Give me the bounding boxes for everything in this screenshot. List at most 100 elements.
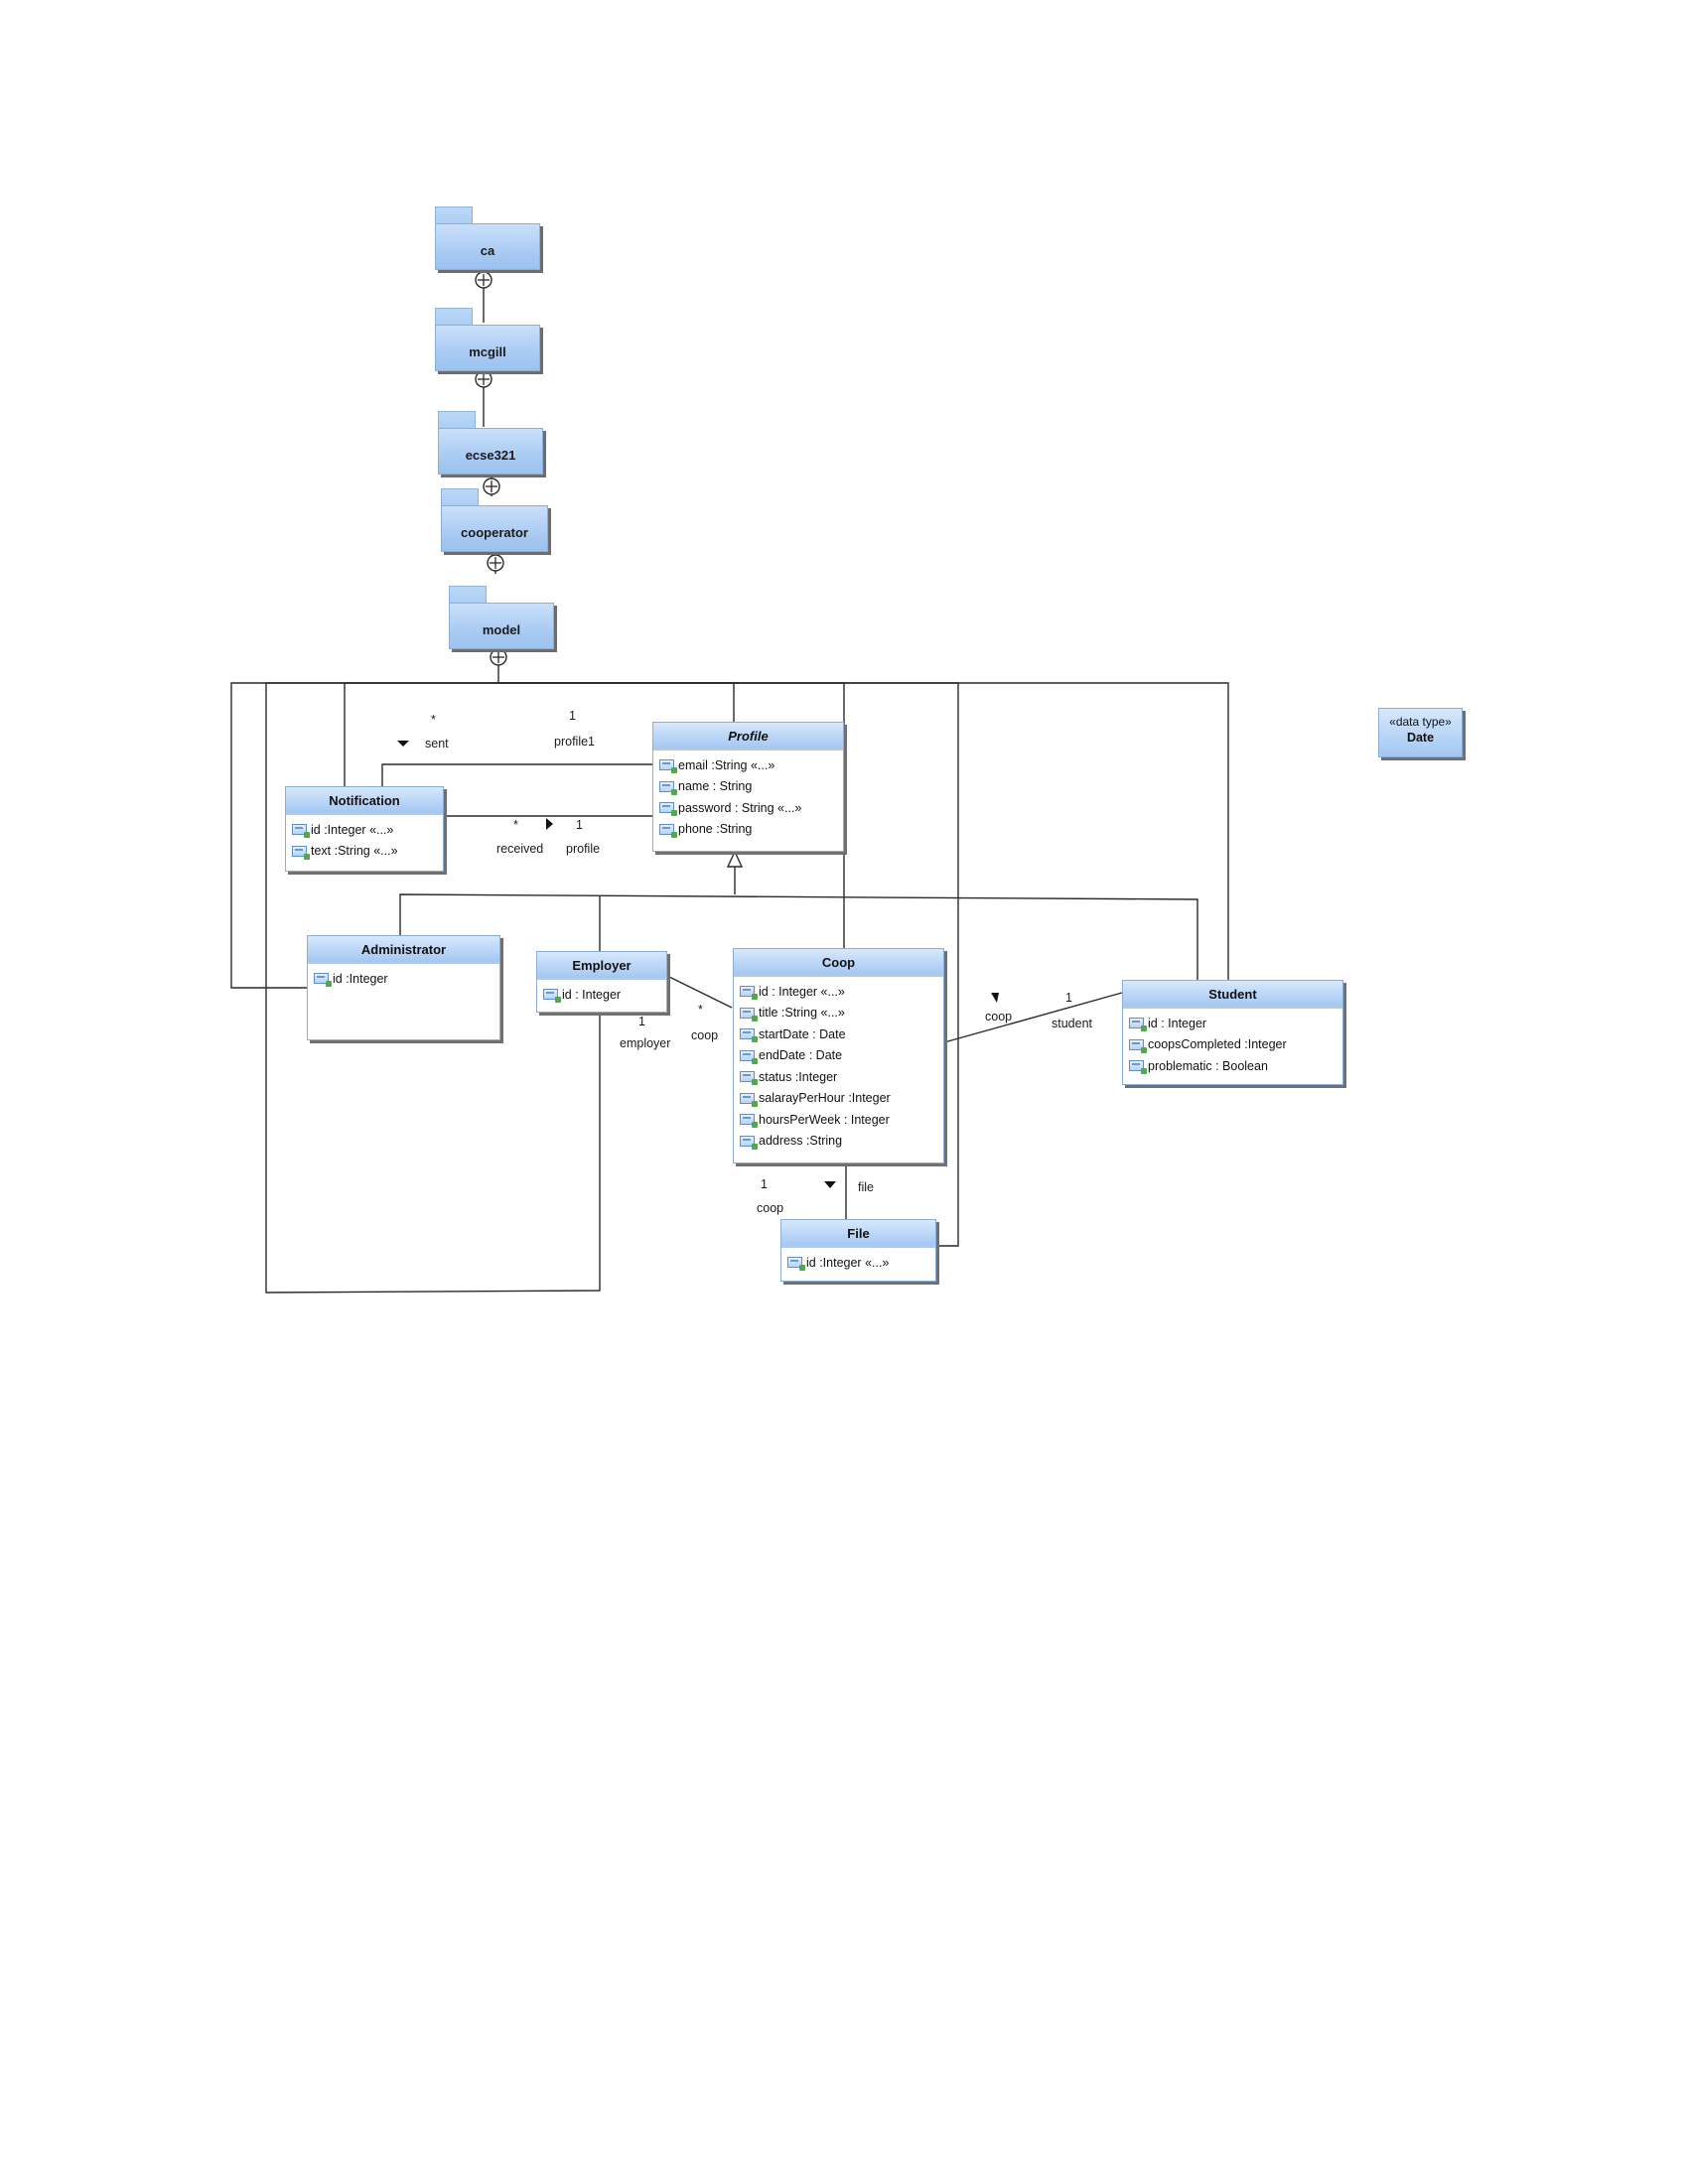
attribute-row: password : String «...» (659, 797, 839, 819)
attribute-row: phone :String (659, 819, 839, 841)
class-name: Student (1123, 981, 1342, 1009)
attribute-icon (740, 1092, 758, 1107)
role-label: employer (620, 1036, 671, 1050)
multiplicity-label: 1 (576, 818, 583, 832)
package-mcgill[interactable]: mcgill (435, 308, 540, 371)
containment-student (498, 682, 1229, 980)
attribute-row: id : Integer (1129, 1013, 1338, 1034)
package-ca[interactable]: ca (435, 206, 540, 270)
attribute-text: name : String (678, 779, 753, 794)
package-tab (435, 308, 473, 327)
generalization-arrow-icon (726, 850, 744, 868)
package-body: ca (435, 223, 540, 270)
class-employer[interactable]: Employer id : Integer (536, 951, 667, 1013)
attribute-row: hoursPerWeek : Integer (740, 1109, 939, 1131)
package-body: ecse321 (438, 428, 543, 475)
class-notification[interactable]: Notification id :Integer «...» text :Str… (285, 786, 444, 872)
datatype-date[interactable]: «data type» Date (1378, 708, 1463, 757)
class-name: Notification (286, 787, 443, 815)
class-student[interactable]: Student id : Integer coopsCompleted :Int… (1122, 980, 1343, 1085)
multiplicity-label: 1 (761, 1177, 768, 1191)
multiplicity-label: * (513, 818, 518, 832)
package-model[interactable]: model (449, 586, 554, 649)
attribute-text: hoursPerWeek : Integer (759, 1112, 890, 1127)
attribute-icon (659, 759, 677, 774)
package-name: cooperator (461, 525, 528, 540)
attribute-row: id :Integer (314, 968, 495, 990)
containment-profile (498, 682, 735, 722)
assoc-coop-student (943, 992, 1123, 1043)
attribute-icon (740, 1135, 758, 1150)
containment-circle-icon (487, 554, 504, 572)
multiplicity-label: * (431, 713, 436, 727)
class-name: Administrator (308, 936, 499, 964)
role-label: coop (691, 1028, 719, 1042)
attribute-row: status :Integer (740, 1066, 939, 1088)
attribute-row: startDate : Date (740, 1024, 939, 1045)
attribute-icon (659, 823, 677, 838)
attribute-row: problematic : Boolean (1129, 1055, 1338, 1077)
attribute-text: startDate : Date (759, 1026, 846, 1041)
containment-circle-icon (490, 648, 507, 666)
direction-arrow-icon (546, 818, 553, 830)
package-body: cooperator (441, 505, 548, 552)
attribute-icon (659, 780, 677, 795)
attribute-text: coopsCompleted :Integer (1148, 1037, 1287, 1052)
attribute-text: text :String «...» (311, 844, 398, 859)
role-label: sent (425, 737, 449, 751)
attribute-row: id :Integer «...» (787, 1252, 931, 1274)
package-ecse321[interactable]: ecse321 (438, 411, 543, 475)
attribute-row: address :String (740, 1131, 939, 1153)
attribute-text: address :String (759, 1134, 843, 1149)
attribute-text: id : Integer (562, 987, 622, 1002)
class-name: File (781, 1220, 935, 1248)
attribute-row: text :String «...» (292, 841, 439, 863)
attribute-text: id : Integer «...» (759, 984, 845, 999)
package-name: ecse321 (465, 448, 516, 463)
attribute-row: email :String «...» (659, 754, 839, 776)
multiplicity-label: 1 (1065, 991, 1072, 1005)
attribute-icon (740, 1007, 758, 1022)
multiplicity-label: 1 (569, 709, 576, 723)
class-file[interactable]: File id :Integer «...» (780, 1219, 936, 1282)
class-administrator[interactable]: Administrator id :Integer (307, 935, 500, 1040)
package-name: mcgill (469, 344, 506, 359)
containment-circle-icon (483, 478, 500, 495)
role-label: student (1052, 1017, 1093, 1030)
attribute-text: endDate : Date (759, 1048, 843, 1063)
attribute-text: id :Integer «...» (311, 822, 394, 837)
attribute-row: salarayPerHour :Integer (740, 1088, 939, 1110)
attribute-icon (543, 989, 561, 1004)
package-tab (441, 488, 479, 507)
datatype-stereotype: «data type» (1389, 715, 1452, 729)
attribute-text: id :Integer (333, 971, 388, 986)
class-name: Profile (653, 723, 843, 751)
attribute-text: problematic : Boolean (1148, 1058, 1268, 1073)
attribute-icon (740, 986, 758, 1001)
attribute-icon (740, 1049, 758, 1064)
class-profile[interactable]: Profile email :String «...» name : Strin… (652, 722, 844, 852)
class-coop[interactable]: Coop id : Integer «...» title :String «.… (733, 948, 944, 1163)
attribute-row: title :String «...» (740, 1003, 939, 1024)
attribute-row: endDate : Date (740, 1045, 939, 1067)
attribute-icon (659, 802, 677, 817)
attribute-icon (292, 845, 310, 860)
multiplicity-label: * (698, 1003, 703, 1017)
package-name: ca (480, 243, 495, 258)
role-label: received (496, 842, 544, 856)
attribute-text: password : String «...» (678, 800, 802, 815)
containment-circle-icon (475, 271, 492, 289)
containment-notification (344, 682, 498, 786)
role-label: profile1 (554, 735, 595, 749)
containment-employer (265, 682, 601, 1294)
class-name: Employer (537, 952, 666, 980)
attribute-icon (314, 973, 332, 988)
role-label: coop (985, 1010, 1013, 1024)
attribute-icon (1129, 1038, 1147, 1053)
package-name: model (482, 622, 521, 637)
attribute-row: id : Integer «...» (740, 981, 939, 1003)
assoc-employer-coop (666, 975, 733, 1009)
package-cooperator[interactable]: cooperator (441, 488, 548, 552)
